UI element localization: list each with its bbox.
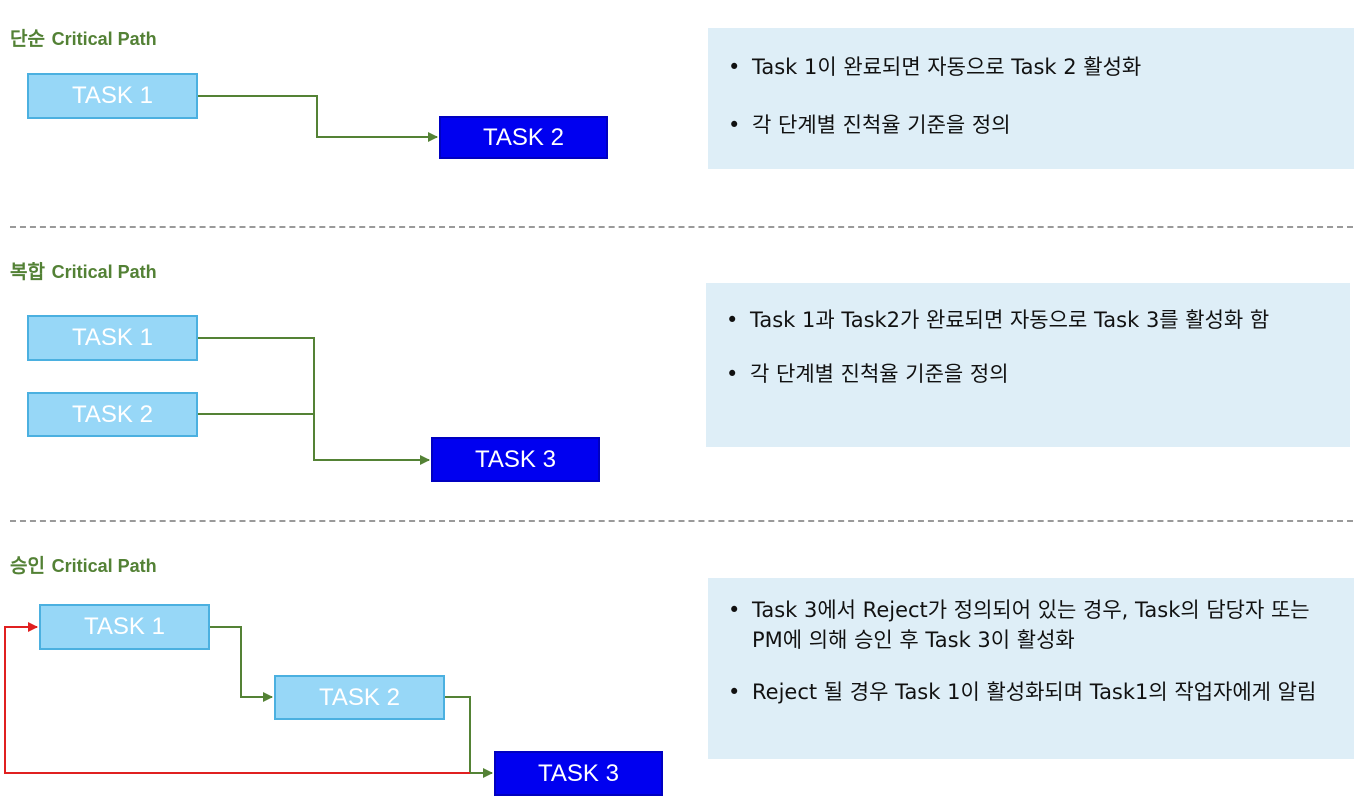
note-box-approval: • Task 3에서 Reject가 정의되어 있는 경우, Task의 담당자 … bbox=[708, 578, 1354, 759]
task-3-box[interactable]: TASK 3 bbox=[431, 437, 600, 482]
task-label: TASK 2 bbox=[72, 400, 153, 428]
bullet-glyph: • bbox=[726, 308, 739, 332]
task-label: TASK 3 bbox=[538, 759, 619, 787]
reject-connector-task3-to-task1 bbox=[4, 622, 470, 774]
note-list: • Task 3에서 Reject가 정의되어 있는 경우, Task의 담당자 … bbox=[724, 578, 1334, 707]
note-text: Reject 될 경우 Task 1이 활성화되며 Task1의 작업자에게 알… bbox=[752, 680, 1317, 704]
section-divider bbox=[10, 520, 1353, 522]
note-text: 각 단계별 진척율 기준을 정의 bbox=[750, 362, 1009, 386]
task-1-box[interactable]: TASK 1 bbox=[27, 73, 198, 119]
task-label: TASK 3 bbox=[475, 445, 556, 473]
note-box-simple: • Task 1이 완료되면 자동으로 Task 2 활성화 • 각 단계별 진척율… bbox=[708, 28, 1354, 169]
section-title-ko: 승인 bbox=[10, 555, 45, 577]
connector-task1-to-task3 bbox=[198, 337, 315, 460]
section-title-ko: 복합 bbox=[10, 261, 45, 283]
section-title-en: Critical Path bbox=[51, 29, 157, 49]
note-list: •Task 1과 Task2가 완료되면 자동으로 Task 3를 활성화 함 … bbox=[722, 283, 1330, 389]
note-item: • Task 1이 완료되면 자동으로 Task 2 활성화 bbox=[724, 52, 1334, 82]
section-title-en: Critical Path bbox=[51, 262, 157, 282]
task-label: TASK 2 bbox=[319, 683, 400, 711]
task-label: TASK 2 bbox=[483, 123, 564, 151]
section-title-en: Critical Path bbox=[51, 556, 157, 576]
section-title-complex: 복합 Critical Path bbox=[10, 257, 157, 284]
note-text: Task 3에서 Reject가 정의되어 있는 경우, Task의 담당자 또… bbox=[752, 598, 1310, 652]
task-label: TASK 1 bbox=[84, 613, 165, 640]
connector-task2-to-task3 bbox=[198, 413, 430, 465]
task-2-box[interactable]: TASK 2 bbox=[27, 392, 198, 437]
bullet-glyph: • bbox=[728, 55, 741, 79]
task-label: TASK 1 bbox=[72, 82, 153, 109]
note-box-complex: •Task 1과 Task2가 완료되면 자동으로 Task 3를 활성화 함 … bbox=[706, 283, 1350, 447]
task-2-box[interactable]: TASK 2 bbox=[439, 116, 608, 159]
section-title-approval: 승인 Critical Path bbox=[10, 551, 157, 578]
note-text: Task 1과 Task2가 완료되면 자동으로 Task 3를 활성화 함 bbox=[750, 308, 1270, 332]
connector-task2-to-task3 bbox=[445, 696, 493, 778]
bullet-glyph: • bbox=[726, 362, 739, 386]
section-divider bbox=[10, 226, 1353, 228]
note-text: 각 단계별 진척율 기준을 정의 bbox=[752, 113, 1011, 137]
connector-task1-to-task2 bbox=[210, 626, 273, 702]
task-2-box[interactable]: TASK 2 bbox=[274, 675, 445, 720]
section-title-ko: 단순 bbox=[10, 28, 45, 50]
task-label: TASK 1 bbox=[72, 324, 153, 351]
section-title-simple: 단순 Critical Path bbox=[10, 24, 157, 51]
note-item: • Reject 될 경우 Task 1이 활성화되며 Task1의 작업자에게 … bbox=[724, 677, 1334, 707]
note-item: • 각 단계별 진척율 기준을 정의 bbox=[722, 359, 1330, 389]
bullet-glyph: • bbox=[728, 113, 741, 137]
bullet-glyph: • bbox=[728, 680, 741, 704]
note-item: • 각 단계별 진척율 기준을 정의 bbox=[724, 110, 1334, 140]
task-1-box[interactable]: TASK 1 bbox=[27, 315, 198, 361]
connector-task1-to-task2 bbox=[198, 95, 438, 142]
note-item: • Task 3에서 Reject가 정의되어 있는 경우, Task의 담당자 … bbox=[724, 595, 1334, 655]
task-1-box[interactable]: TASK 1 bbox=[39, 604, 210, 650]
note-list: • Task 1이 완료되면 자동으로 Task 2 활성화 • 각 단계별 진척율… bbox=[724, 28, 1334, 140]
note-item: • Task 1과 Task2가 완료되면 자동으로 Task 3를 활성화 함 bbox=[722, 305, 1330, 335]
task-3-box[interactable]: TASK 3 bbox=[494, 751, 663, 796]
bullet-glyph: • bbox=[728, 598, 741, 622]
note-text: Task 1이 완료되면 자동으로 Task 2 활성화 bbox=[752, 55, 1142, 79]
